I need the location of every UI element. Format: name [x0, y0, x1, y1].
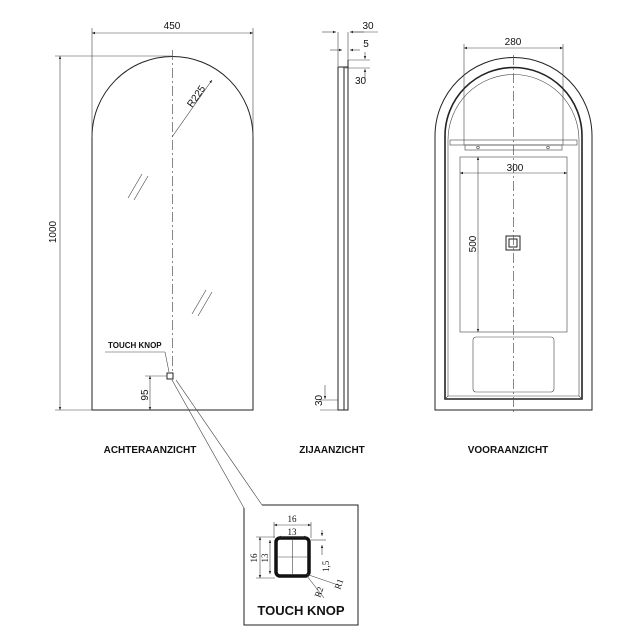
mirror-outline-back: [91, 56, 254, 411]
back-view-title: ACHTERAANZICHT: [104, 445, 197, 456]
back-view: 450 1000 R225 TOUCH KNOP 95 ACHTERAANZIC…: [48, 21, 263, 509]
touch-knop-label: TOUCH KNOP: [108, 341, 162, 350]
side-view: 30 5 30 30 ZIJAANZICHT: [299, 21, 378, 456]
touch-knob-front[interactable]: [508, 238, 518, 248]
detail-outer-height: 16: [249, 553, 259, 563]
mirror-outline-side: [337, 66, 349, 411]
knob-height-dimension: 95: [140, 389, 151, 401]
screw-icon: [546, 145, 550, 150]
detail-inner-width: 13: [288, 527, 298, 537]
front-view: 280 300 500 VOORAANZICHT: [434, 37, 593, 456]
frame-inner: [444, 66, 583, 400]
touch-knop-detail: 16 13 16 13 1,5 R1 R2 TOUCH KNOP: [243, 504, 359, 626]
side-view-title: ZIJAANZICHT: [299, 445, 365, 456]
side-bottom-dimension: 30: [314, 394, 325, 406]
detail-inner-height: 13: [260, 553, 270, 563]
detail-leader-line: [175, 379, 263, 506]
screw-icon: [476, 145, 480, 150]
front-view-title: VOORAANZICHT: [468, 445, 549, 456]
detail-frame: [243, 504, 359, 626]
side-depth-dimension: 30: [362, 21, 374, 32]
detail-r1: R1: [332, 577, 345, 590]
detail-outer-width: 16: [288, 514, 298, 524]
glass-thickness-dimension: 5: [363, 39, 369, 50]
detail-wall-thickness: 1,5: [321, 560, 331, 572]
detail-r2: R2: [312, 585, 325, 598]
side-top-dimension: 30: [355, 76, 367, 87]
height-dimension: 1000: [48, 220, 59, 243]
radius-dimension: R225: [185, 83, 208, 109]
glass-reflection: [127, 173, 213, 317]
detail-leader-line: [171, 379, 245, 509]
mirror-outline-front: [434, 57, 593, 411]
panel-height-dimension: 500: [468, 235, 479, 252]
detail-title: TOUCH KNOP: [257, 603, 344, 618]
bracket-width-dimension: 280: [505, 37, 522, 48]
width-dimension: 450: [164, 21, 181, 32]
panel-width-dimension: 300: [507, 163, 524, 174]
touch-knob[interactable]: [166, 372, 174, 380]
